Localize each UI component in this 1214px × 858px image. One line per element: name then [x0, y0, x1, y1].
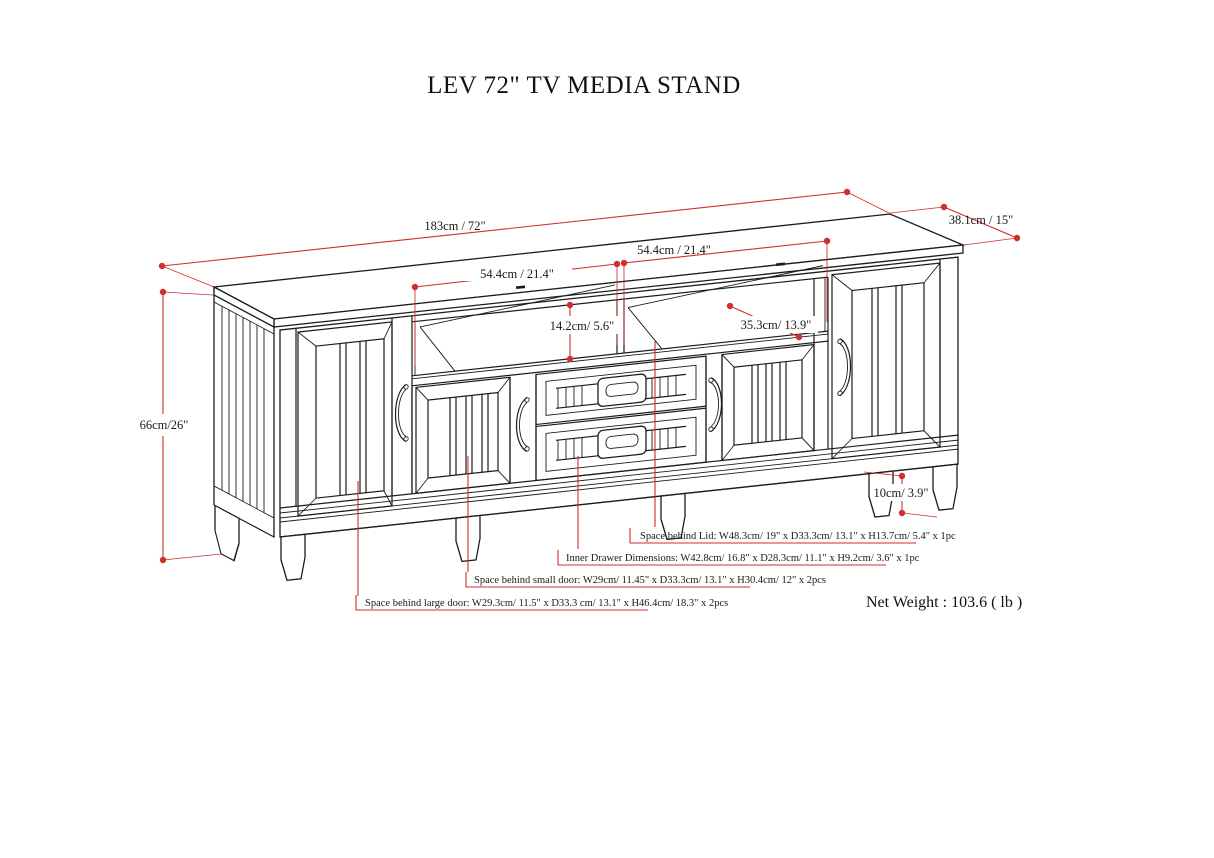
drawer-top [535, 355, 707, 426]
front-legs [280, 463, 958, 581]
dim-opening-right: 54.4cm / 21.4" [637, 243, 711, 257]
annotation-inner-drawer: Inner Drawer Dimensions: W42.8cm/ 16.8" … [566, 553, 920, 564]
annotation-small-door: Space behind small door: W29cm/ 11.45" x… [474, 575, 826, 586]
dim-opening-height: 14.2cm/ 5.6" [550, 319, 614, 333]
dim-leg-height: 10cm/ 3.9" [873, 486, 928, 500]
open-shelf-row [412, 265, 828, 387]
large-door-right [831, 262, 941, 460]
back-left-leg [214, 504, 240, 562]
drawer-top-pull [597, 373, 647, 407]
page-title: LEV 72" TV MEDIA STAND [427, 72, 741, 99]
small-door-right-handle [708, 377, 722, 433]
dimension-lines [158, 188, 1021, 611]
large-door-right-handle [837, 338, 851, 397]
net-weight-label: Net Weight : 103.6 ( lb ) [866, 594, 1022, 611]
dim-opening-left: 54.4cm / 21.4" [480, 267, 554, 281]
side-slats [221, 306, 265, 513]
drawer-bottom-pull [597, 425, 647, 459]
dim-shelf-depth: 35.3cm/ 13.9" [741, 318, 812, 332]
cabinet-top [211, 213, 966, 329]
annotation-space-behind-lid: Space behind Lid: W48.3cm/ 19" x D33.3cm… [640, 531, 956, 542]
drawer-bottom [535, 407, 707, 482]
dim-overall-depth: 38.1cm / 15" [949, 213, 1013, 227]
dimension-endpoints [158, 188, 1021, 564]
large-door-left-handle [395, 383, 409, 443]
bottom-rail [280, 434, 958, 538]
annotation-large-door: Space behind large door: W29.3cm/ 11.5" … [365, 598, 728, 609]
dim-overall-width: 183cm / 72" [424, 219, 485, 233]
dim-overall-height: 66cm/26" [140, 418, 189, 432]
cabinet-side-panel [213, 285, 275, 562]
small-door-left-handle [516, 396, 530, 452]
